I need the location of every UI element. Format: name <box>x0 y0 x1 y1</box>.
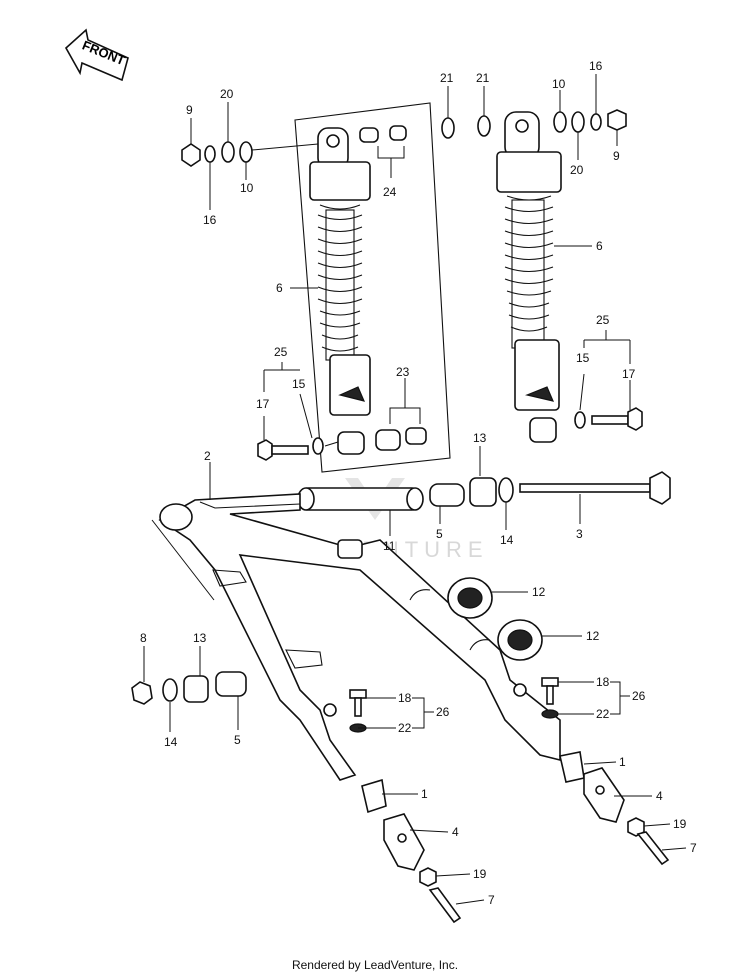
callout-14: 14 <box>164 735 178 749</box>
left-shock-absorber <box>309 127 371 455</box>
callout-5: 5 <box>436 527 443 541</box>
callout-5: 5 <box>234 733 241 747</box>
callout-23: 23 <box>396 365 410 379</box>
callout-9: 9 <box>186 103 193 117</box>
callout-10: 10 <box>552 77 566 91</box>
pivot-assembly <box>297 471 671 511</box>
adjuster-right <box>559 751 670 866</box>
needle-bearing-lower <box>497 619 543 661</box>
needle-bearing-upper <box>447 577 493 619</box>
callout-21: 21 <box>476 71 490 85</box>
front-arrow: FRONT <box>64 28 129 82</box>
callout-6: 6 <box>596 239 603 253</box>
callout-1: 1 <box>421 787 428 801</box>
callout-17: 17 <box>256 397 270 411</box>
callout-15: 15 <box>576 351 590 365</box>
callout-11: 11 <box>383 539 396 553</box>
callout-10: 10 <box>240 181 254 195</box>
callout-9: 9 <box>613 149 620 163</box>
callout-13: 13 <box>473 431 487 445</box>
callout-25: 25 <box>274 345 288 359</box>
callout-20: 20 <box>570 163 584 177</box>
callout-7: 7 <box>488 893 495 907</box>
callout-12: 12 <box>532 585 546 599</box>
callout-4: 4 <box>656 789 663 803</box>
callout-25: 25 <box>596 313 610 327</box>
left-lower-bolt <box>257 437 339 461</box>
adjuster-left <box>361 778 462 924</box>
left-pivot-hardware <box>131 671 247 705</box>
callout-24: 24 <box>383 185 397 199</box>
right-lower-bolt <box>574 407 643 431</box>
callout-15: 15 <box>292 377 306 391</box>
callout-14: 14 <box>500 533 514 547</box>
callout-16: 16 <box>203 213 217 227</box>
callout-12: 12 <box>586 629 600 643</box>
callout-19: 19 <box>673 817 687 831</box>
callout-16: 16 <box>589 59 603 73</box>
callout-22: 22 <box>596 707 610 721</box>
callout-7: 7 <box>690 841 697 855</box>
callout-19: 19 <box>473 867 487 881</box>
callout-1: 1 <box>619 755 626 769</box>
callout-22: 22 <box>398 721 412 735</box>
bolt-18-right <box>541 677 559 719</box>
right-shock-absorber <box>496 111 562 443</box>
callout-labels: 9 20 16 10 24 21 21 10 16 9 20 6 6 25 15… <box>140 59 697 907</box>
swing-arm <box>158 493 561 781</box>
callout-18: 18 <box>596 675 610 689</box>
callout-4: 4 <box>452 825 459 839</box>
bushings-lower <box>375 378 427 451</box>
callout-26: 26 <box>436 705 450 719</box>
callout-13: 13 <box>193 631 207 645</box>
bushing-top-left <box>359 125 407 178</box>
leader-lines <box>143 74 687 905</box>
right-top-hardware <box>441 109 627 139</box>
shock-group-box <box>294 102 451 473</box>
callout-6: 6 <box>276 281 283 295</box>
callout-18: 18 <box>398 691 412 705</box>
callout-20: 20 <box>220 87 234 101</box>
callout-8: 8 <box>140 631 147 645</box>
footer-credit: Rendered by LeadVenture, Inc. <box>291 958 459 972</box>
callout-17: 17 <box>622 367 636 381</box>
callout-21: 21 <box>440 71 454 85</box>
callout-26: 26 <box>632 689 646 703</box>
callout-3: 3 <box>576 527 583 541</box>
bolt-18-left <box>349 689 367 733</box>
callout-2: 2 <box>204 449 211 463</box>
